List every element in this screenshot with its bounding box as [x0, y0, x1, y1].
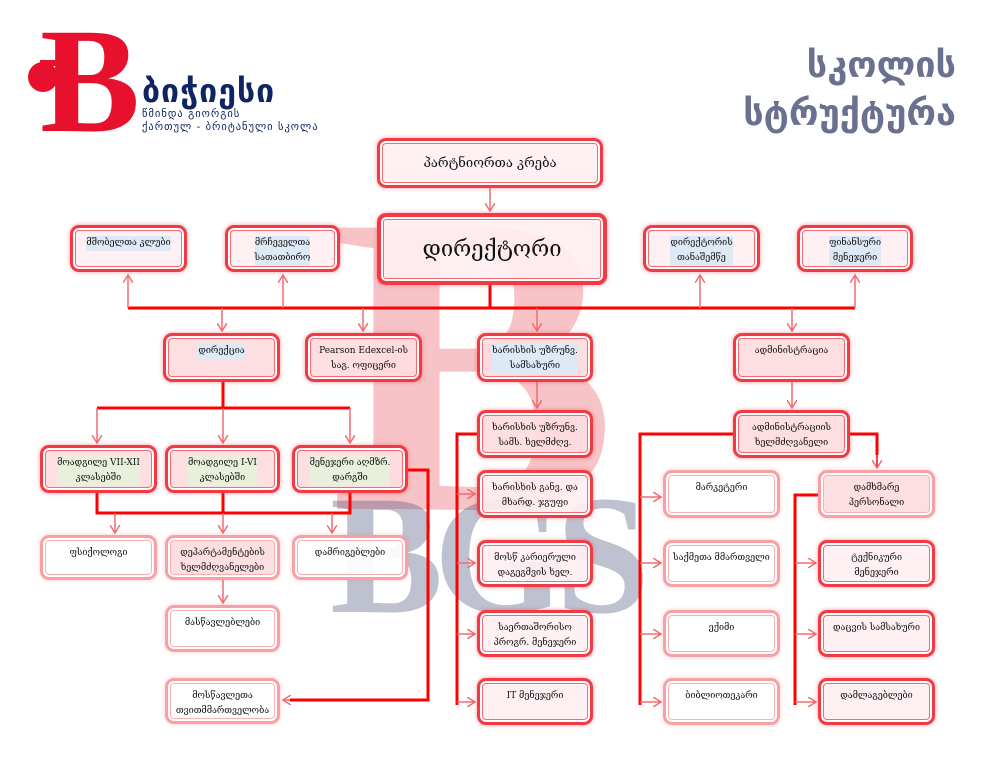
box-support-item[interactable]: დაცვის სამსახური [818, 610, 935, 657]
box-student-government[interactable]: მოსწავლეთა თვითმმართველობა [165, 678, 280, 724]
box-quality-item[interactable]: ხარისხის განვ. და მხარდ. ჯგუფი [477, 470, 593, 518]
box-directorate[interactable]: დირექცია [163, 333, 280, 382]
box-quality-item[interactable]: საერთაშორისო პროგრ. მენეჯერი [477, 610, 593, 657]
logo-mark-dot [28, 62, 58, 92]
box-director[interactable]: დირექტორი [377, 213, 607, 285]
box-quality-item[interactable]: მოსწ კარიერული დაგეგმვის ხელ. [477, 540, 593, 587]
box-label: მოადგილე I-VI კლასებში [188, 456, 257, 486]
box-label: დირექტორი [422, 236, 562, 262]
box-psychologist[interactable]: ფსიქოლოგი [40, 535, 157, 580]
box-department-heads[interactable]: დეპარტამენტების ხელმძღვანელები [165, 535, 280, 580]
box-label: ხარისხის განვ. და მხარდ. ჯგუფი [492, 483, 578, 508]
box-label: ხარისხის უზრუნვ. სამს. ხელმძღვ. [492, 423, 578, 448]
logo-name: ბიჭიესი [142, 72, 276, 110]
box-support-item[interactable]: დამლაგებლები [818, 678, 935, 725]
box-administration[interactable]: ადმინისტრაცია [733, 333, 850, 382]
box-class-tutors[interactable]: დამრიგებლები [292, 535, 408, 580]
box-label: Pearson Edexcel-ის საგ. ოფიცერი [319, 346, 408, 371]
logo-mark-bar [40, 60, 70, 66]
page-title: სკოლის სტრუქტურა [743, 45, 956, 134]
box-board[interactable]: მრჩეველთა სათათბირო [225, 225, 340, 272]
box-deputy-7-12[interactable]: მოადგილე VII-XII კლასებში [40, 445, 157, 493]
box-label: დამხმარე პერსონალი [848, 483, 905, 508]
box-quality[interactable]: ხარისხის უზრუნვ. სამსახური [477, 333, 593, 382]
box-label: დეპარტამენტების ხელმძღვანელები [180, 548, 265, 573]
box-quality-item[interactable]: IT მენეჯერი [477, 678, 593, 725]
box-admin-item[interactable]: ბიბლიოთეკარი [663, 678, 780, 725]
logo-subtitle: წმინდა გიორგის ქართულ - ბრიტანული სკოლა [142, 108, 319, 133]
box-admin-head[interactable]: ადმინისტრაციის ხელმძღვანელი [733, 410, 850, 458]
box-admin-item[interactable]: ექიმი [663, 610, 780, 657]
box-label: დამლაგებლები [840, 691, 913, 701]
box-deputy[interactable]: დირექტორის თანაშემწე [643, 225, 760, 272]
box-deputy-1-6[interactable]: მოადგილე I-VI კლასებში [165, 445, 280, 493]
box-label: პარტნიორთა კრება [423, 155, 557, 171]
box-finance[interactable]: ფინანსური მენეჯერი [797, 225, 913, 272]
box-teachers[interactable]: მასწავლებლები [165, 605, 280, 652]
box-label: ადმინისტრაცია [754, 346, 829, 356]
box-label: ფინანსური მენეჯერი [829, 236, 881, 266]
box-label: ტექნიკური მენეჯერი [851, 553, 902, 578]
box-partners[interactable]: პარტნიორთა კრება [377, 138, 603, 188]
box-education-manager[interactable]: მენეჯერი აღმზრ. დარგში [292, 445, 408, 493]
box-label: მოსწავლეთა თვითმმართველობა [175, 691, 270, 716]
box-support-item[interactable]: ტექნიკური მენეჯერი [818, 540, 935, 587]
box-label: მოსწ კარიერული დაგეგმვის ხელ. [494, 553, 576, 578]
box-label: მშობელთა კლუბი [86, 236, 171, 251]
box-label: საქმეთა მმართველი [673, 553, 770, 563]
box-label: საერთაშორისო პროგრ. მენეჯერი [493, 623, 577, 648]
box-label: ხარისხის უზრუნვ. სამსახური [492, 344, 578, 374]
box-label: ექიმი [708, 623, 735, 633]
box-label: დირექტორის თანაშემწე [670, 236, 733, 266]
box-label: მოადგილე VII-XII კლასებში [57, 456, 140, 486]
box-admin-item[interactable]: საქმეთა მმართველი [663, 540, 780, 587]
box-label: მარკეტერი [695, 483, 748, 493]
box-support-staff[interactable]: დამხმარე პერსონალი [818, 470, 935, 518]
box-label: დირექცია [198, 344, 245, 359]
box-pearson[interactable]: Pearson Edexcel-ის საგ. ოფიცერი [305, 333, 422, 382]
box-label: ბიბლიოთეკარი [685, 691, 758, 701]
box-label: IT მენეჯერი [506, 691, 564, 701]
box-label: ადმინისტრაციის ხელმძღვანელი [751, 423, 832, 448]
box-admin-item[interactable]: მარკეტერი [663, 470, 780, 518]
box-label: დაცვის სამსახური [833, 623, 920, 633]
box-label: დამრიგებლები [314, 548, 386, 558]
box-quality-head[interactable]: ხარისხის უზრუნვ. სამს. ხელმძღვ. [477, 410, 593, 458]
box-label: ფსიქოლოგი [69, 548, 128, 558]
box-label: მრჩეველთა სათათბირო [254, 236, 311, 266]
box-parents-club[interactable]: მშობელთა კლუბი [70, 225, 187, 272]
box-label: მენეჯერი აღმზრ. დარგში [309, 456, 391, 486]
box-label: მასწავლებლები [184, 618, 261, 628]
